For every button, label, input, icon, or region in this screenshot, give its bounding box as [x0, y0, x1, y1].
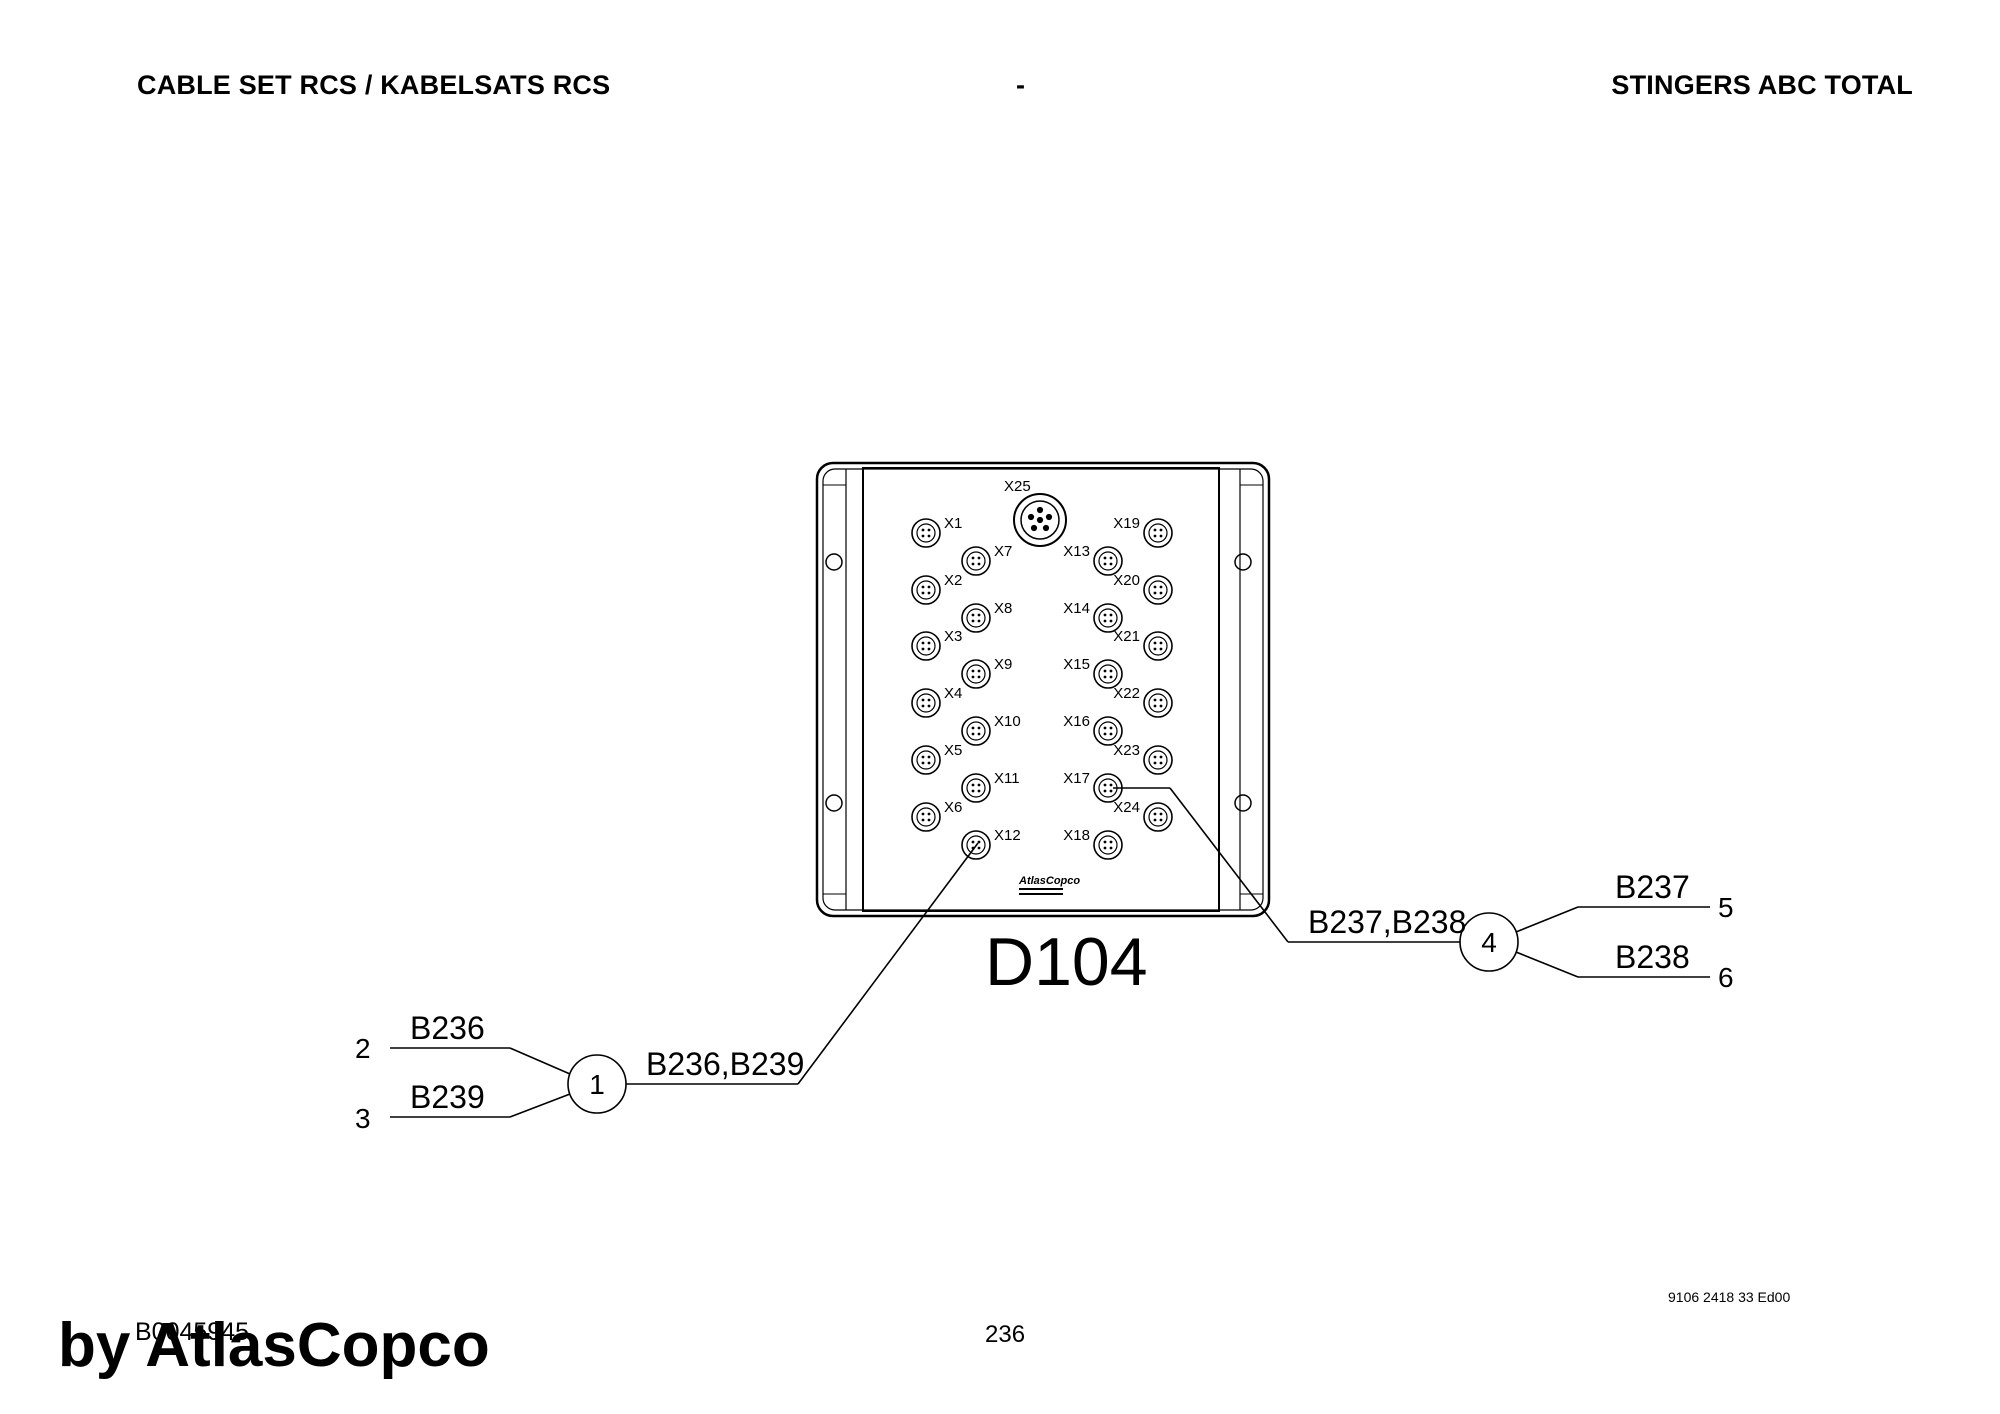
- callout-1-number: 1: [589, 1069, 605, 1100]
- port-label: X4: [944, 685, 962, 702]
- port-connector: X12: [961, 827, 1021, 860]
- port-label: X20: [1113, 572, 1140, 589]
- callout-1-trunk-label: B236,B239: [646, 1046, 804, 1082]
- port-label: X23: [1113, 742, 1140, 759]
- port-label: X17: [1063, 770, 1090, 787]
- port-label: X14: [1063, 600, 1090, 617]
- port-label: X6: [944, 799, 962, 816]
- port-label-x25: X25: [1004, 478, 1031, 495]
- port-label: X1: [944, 515, 962, 532]
- main-connector-x25: [1013, 493, 1067, 547]
- port-label: X3: [944, 628, 962, 645]
- port-connector: X19: [1113, 515, 1173, 548]
- callout-4-branch-cable: B238: [1615, 939, 1690, 975]
- header-right-title: STINGERS ABC TOTAL: [1611, 70, 1913, 100]
- port-connector: X14: [1063, 600, 1123, 633]
- port-connector: X1: [911, 515, 962, 548]
- port-label: X12: [994, 827, 1021, 844]
- port-connector: X4: [911, 685, 962, 718]
- module-name: D104: [985, 924, 1148, 1000]
- port-label: X13: [1063, 543, 1090, 560]
- port-connector: X22: [1113, 685, 1173, 718]
- port-connector: X2: [911, 572, 962, 605]
- port-connector: X10: [961, 713, 1021, 746]
- logo-wordmark: AtlasCopco: [1018, 875, 1080, 887]
- port-connector: X18: [1063, 827, 1123, 860]
- port-connector: X15: [1063, 656, 1123, 689]
- callout-4-branch-cable: B237: [1615, 869, 1690, 905]
- brand-watermark: by AtlasCopco: [58, 1311, 490, 1380]
- port-label: X18: [1063, 827, 1090, 844]
- port-label: X19: [1113, 515, 1140, 532]
- port-label: X5: [944, 742, 962, 759]
- port-label: X8: [994, 600, 1012, 617]
- callout-1-text: 1 B236,B239 B236 B239 2 3: [355, 1010, 804, 1134]
- port-connector: X13: [1063, 543, 1123, 576]
- document-code: 9106 2418 33 Ed00: [1668, 1289, 1791, 1305]
- port-connector: X23: [1113, 742, 1173, 775]
- callout-1-branch-cable: B236: [410, 1010, 485, 1046]
- atlas-copco-logo: AtlasCopco: [1018, 875, 1080, 895]
- module-housing: [815, 461, 1271, 918]
- port-grid: X1X2X3X4X5X6X7X8X9X10X11X12X13X14X15X16X…: [911, 515, 1173, 860]
- callout-4-text: 4 B237,B238 B237 B238 5 6: [1308, 869, 1734, 993]
- port-connector: X7: [961, 543, 1012, 576]
- port-connector: X24: [1113, 799, 1173, 832]
- callout-4-trunk-label: B237,B238: [1308, 904, 1466, 940]
- item-number: 5: [1718, 892, 1734, 923]
- callout-4-wiring: [1113, 787, 1710, 978]
- port-label: X10: [994, 713, 1021, 730]
- port-label: X15: [1063, 656, 1090, 673]
- port-label: X21: [1113, 628, 1140, 645]
- callout-4-number: 4: [1481, 927, 1497, 958]
- item-number: 2: [355, 1033, 371, 1064]
- port-connector: X5: [911, 742, 962, 775]
- callout-1-wiring: [390, 842, 979, 1118]
- port-label: X11: [994, 770, 1020, 787]
- port-connector: X9: [961, 656, 1012, 689]
- port-label: X16: [1063, 713, 1090, 730]
- port-connector: X11: [961, 770, 1020, 803]
- callout-1-branch-cable: B239: [410, 1079, 485, 1115]
- header-left-title: CABLE SET RCS / KABELSATS RCS: [137, 70, 611, 100]
- item-number: 3: [355, 1103, 371, 1134]
- item-number: 6: [1718, 962, 1734, 993]
- port-connector: X17: [1063, 770, 1123, 803]
- port-label: X22: [1113, 685, 1140, 702]
- port-connector: X21: [1113, 628, 1173, 661]
- page-number: 236: [985, 1321, 1026, 1348]
- port-label: X2: [944, 572, 962, 589]
- port-connector: X6: [911, 799, 962, 832]
- header-middle-title: -: [1016, 70, 1026, 100]
- port-label: X24: [1113, 799, 1140, 816]
- port-connector: X16: [1063, 713, 1123, 746]
- port-connector: X3: [911, 628, 962, 661]
- port-label: X9: [994, 656, 1012, 673]
- port-connector: X8: [961, 600, 1012, 633]
- port-label: X7: [994, 543, 1012, 560]
- image-reference: B0045945: [135, 1318, 250, 1346]
- port-connector: X20: [1113, 572, 1173, 605]
